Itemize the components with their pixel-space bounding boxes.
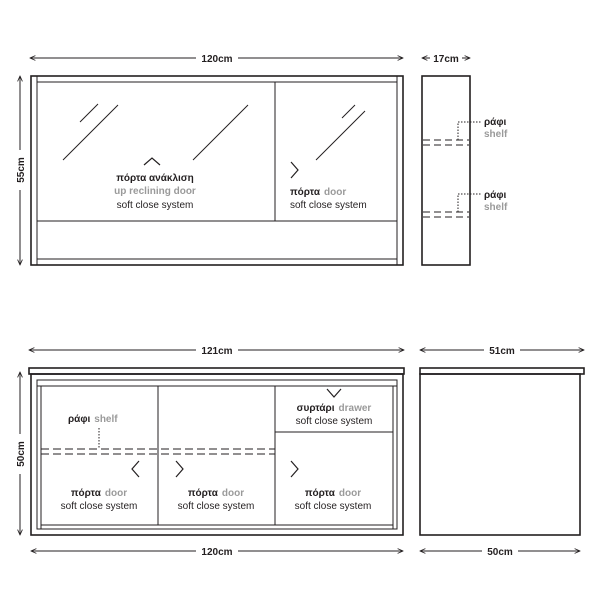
door-3-title: πόρτα door [305, 483, 361, 500]
chevron-up-icon [143, 157, 161, 166]
lower-cabinet-body [30, 373, 404, 536]
door-label-en: door [222, 488, 244, 499]
lower-side-body [419, 373, 581, 536]
upper-cabinet-side: 17cm ράφι shelf ράφι shelf [421, 51, 508, 266]
lower-top-slab [28, 367, 405, 375]
dim-label-bg [12, 150, 28, 190]
dim-label-bg [482, 544, 518, 557]
lower-shelf-label: ράφι shelf [68, 409, 118, 426]
lower-bottom-width-label: 120cm [201, 547, 232, 558]
shelf-line [423, 139, 469, 146]
chevron-right-icon [290, 460, 299, 478]
upper-depth-label: 17cm [433, 54, 459, 65]
lower-side-bottom-label: 50cm [487, 547, 513, 558]
lower-side-top-label: 51cm [489, 346, 515, 357]
chevron-left-icon [131, 460, 140, 478]
dim-label-bg [430, 51, 462, 64]
shelf-leader-line [457, 193, 482, 212]
upper-inner-frame [36, 81, 398, 260]
chevron-right-icon [290, 161, 299, 179]
lower-inner-frame [36, 379, 398, 530]
dim-label-bg [12, 434, 28, 474]
door-label-gr: πόρτα [305, 488, 336, 499]
dim-label-bg [196, 343, 238, 356]
lower-height-label: 50cm [16, 441, 27, 467]
door-label-en: door [324, 187, 346, 198]
door-label-en: door [105, 488, 127, 499]
door-1-note: soft close system [61, 501, 138, 512]
chevron-right-icon [175, 460, 184, 478]
dim-label-bg [196, 51, 238, 64]
shelf-leader-line [457, 121, 482, 140]
door-label-gr: πόρτα [71, 488, 102, 499]
chevron-down-icon [326, 388, 342, 398]
door-label-gr: πόρτα [188, 488, 219, 499]
up-door-title: πόρτα ανάκλιση [116, 173, 194, 184]
shelf-2-label-gr: ράφι [484, 190, 506, 201]
drawer-label-en: drawer [339, 403, 372, 414]
door-label-gr: πόρτα [290, 187, 321, 198]
upper-width-label: 120cm [201, 54, 232, 65]
lower-top-width-label: 121cm [201, 346, 232, 357]
dim-label-bg [484, 343, 520, 356]
upper-cabinet-front: 120cm 55cm πόρτα ανάκλιση up reclining d… [12, 51, 404, 266]
drawer-title: συρτάρι drawer [297, 398, 372, 415]
upper-cabinet-body [30, 75, 404, 266]
shelf-2-label-en: shelf [484, 202, 508, 213]
glass-reflection-icon [62, 103, 366, 161]
shelf-label-en: shelf [94, 414, 118, 425]
side-door-title: πόρτα door [290, 182, 346, 199]
door-1-title: πόρτα door [71, 483, 127, 500]
door-label-en: door [339, 488, 361, 499]
side-door-note: soft close system [290, 200, 367, 211]
drawer-label-gr: συρτάρι [297, 403, 335, 414]
shelf-1-label-en: shelf [484, 129, 508, 140]
upper-height-label: 55cm [16, 157, 27, 183]
shelf-line [423, 211, 469, 218]
door-2-title: πόρτα door [188, 483, 244, 500]
shelf-1-label-gr: ράφι [484, 117, 506, 128]
shelf-line [41, 448, 275, 455]
dim-label-bg [196, 544, 238, 557]
lower-side-top-slab [419, 367, 585, 375]
upper-side-body [421, 75, 471, 266]
shelf-label-gr: ράφι [68, 414, 90, 425]
drawer-note: soft close system [296, 416, 373, 427]
door-3-note: soft close system [295, 501, 372, 512]
up-door-note: soft close system [117, 200, 194, 211]
lower-cabinet-side: 51cm 50cm [419, 343, 585, 558]
door-2-note: soft close system [178, 501, 255, 512]
lower-cabinet-front: 121cm 120cm 50cm ράφι shelf συρτάρι draw… [12, 343, 405, 558]
up-door-subtitle: up reclining door [114, 186, 196, 197]
